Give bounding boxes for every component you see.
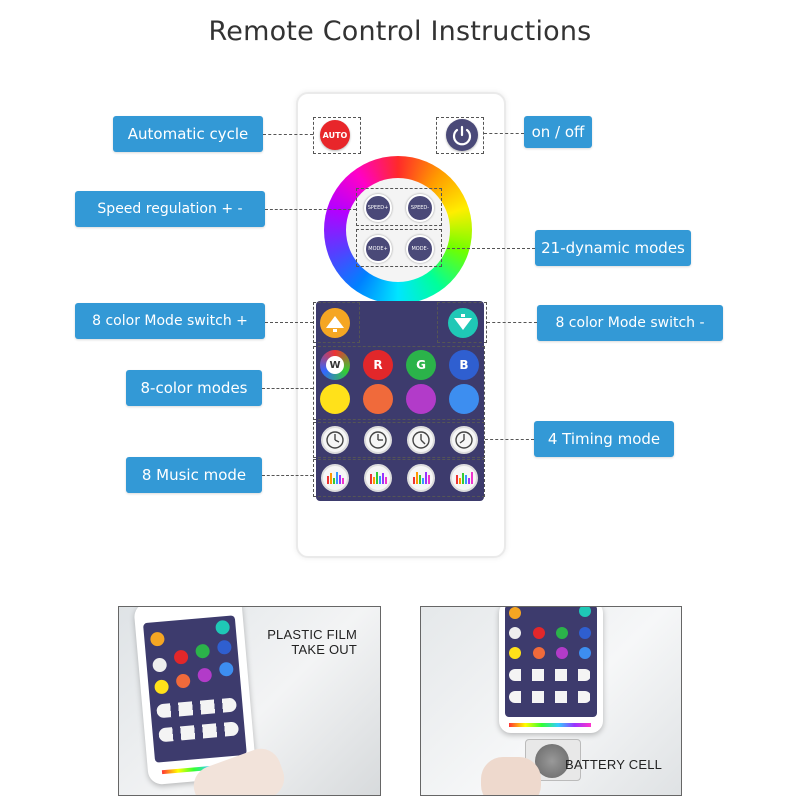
green-letter: G — [416, 358, 426, 372]
light-blue-color-button[interactable] — [449, 384, 479, 414]
mode-down-highlight — [437, 302, 487, 343]
red-color-button[interactable]: R — [363, 350, 393, 380]
connector-music — [262, 475, 313, 476]
connector-speed — [265, 209, 356, 210]
label-color-mode-plus: 8 color Mode switch + — [75, 303, 265, 339]
label-dynamic-modes: 21-dynamic modes — [535, 230, 691, 266]
plastic-film-caption: PLASTIC FILM TAKE OUT — [265, 627, 357, 657]
photo-remove-film: PLASTIC FILM TAKE OUT — [118, 606, 381, 796]
timer-button-2[interactable] — [364, 426, 392, 454]
white-color-button[interactable]: W — [320, 350, 350, 380]
blue-color-button[interactable]: B — [449, 350, 479, 380]
speed-minus-button[interactable]: SPEED- — [406, 194, 434, 222]
connector-color — [262, 388, 313, 389]
mode-minus-label: MODE- — [411, 246, 429, 252]
power-icon — [452, 125, 472, 146]
page-title: Remote Control Instructions — [208, 16, 592, 47]
remote-photo-right — [499, 607, 603, 733]
mode-buttons-highlight — [356, 229, 442, 267]
orange-color-button[interactable] — [363, 384, 393, 414]
blue-letter: B — [459, 358, 469, 372]
timer-button-4[interactable] — [450, 426, 478, 454]
equalizer-icon — [327, 472, 344, 484]
battery-cell-caption: BATTERY CELL — [565, 757, 663, 772]
plastic-film-line1: PLASTIC FILM — [267, 627, 357, 642]
connector-timing — [485, 439, 534, 440]
connector-auto — [263, 134, 313, 135]
speed-minus-label: SPEED- — [410, 205, 430, 211]
connector-power — [484, 133, 524, 134]
clock-icon — [326, 431, 344, 449]
hand-photo-right — [481, 757, 541, 795]
mode-plus-label: MODE+ — [368, 246, 388, 252]
color-mode-down-button[interactable] — [448, 308, 478, 338]
speed-buttons-highlight — [356, 188, 442, 226]
label-timing-mode: 4 Timing mode — [534, 421, 674, 457]
color-buttons-highlight — [313, 346, 485, 420]
red-letter: R — [373, 358, 383, 372]
mode-plus-button[interactable]: MODE+ — [364, 235, 392, 263]
color-mode-up-button[interactable] — [320, 308, 350, 338]
auto-button[interactable]: AUTO — [320, 120, 350, 150]
speed-plus-button[interactable]: SPEED+ — [364, 194, 392, 222]
auto-button-highlight — [313, 117, 361, 154]
auto-button-label: AUTO — [322, 130, 348, 140]
mode-minus-button[interactable]: MODE- — [406, 235, 434, 263]
label-on-off: on / off — [524, 116, 592, 148]
speed-plus-label: SPEED+ — [367, 205, 389, 211]
arrow-up-icon — [326, 316, 344, 332]
clock-icon — [369, 431, 387, 449]
clock-icon — [455, 431, 473, 449]
label-color-mode-minus: 8 color Mode switch - — [537, 305, 723, 341]
label-color-modes: 8-color modes — [126, 370, 262, 406]
equalizer-icon — [370, 472, 387, 484]
connector-mode-plus — [265, 322, 313, 323]
power-button-highlight — [436, 117, 484, 154]
white-letter: W — [326, 356, 344, 374]
battery-coin — [535, 744, 569, 778]
music-button-3[interactable] — [407, 464, 435, 492]
timer-button-3[interactable] — [407, 426, 435, 454]
label-automatic-cycle: Automatic cycle — [113, 116, 263, 152]
music-button-4[interactable] — [450, 464, 478, 492]
label-speed-regulation: Speed regulation + - — [75, 191, 265, 227]
label-music-mode: 8 Music mode — [126, 457, 262, 493]
yellow-color-button[interactable] — [320, 384, 350, 414]
equalizer-icon — [413, 472, 430, 484]
green-color-button[interactable]: G — [406, 350, 436, 380]
arrow-down-icon — [454, 314, 472, 330]
timing-buttons-highlight — [313, 422, 485, 458]
music-button-2[interactable] — [364, 464, 392, 492]
purple-color-button[interactable] — [406, 384, 436, 414]
power-button[interactable] — [446, 119, 478, 151]
music-button-1[interactable] — [321, 464, 349, 492]
color-wheel-center — [346, 178, 450, 282]
connector-mode-minus — [487, 322, 537, 323]
connector-dynamic — [442, 248, 535, 249]
photo-battery-cell: BATTERY CELL — [420, 606, 682, 796]
plastic-film-line2: TAKE OUT — [291, 642, 357, 657]
mode-up-highlight — [313, 302, 360, 343]
music-buttons-highlight — [313, 459, 485, 497]
timer-button-1[interactable] — [321, 426, 349, 454]
clock-icon — [412, 431, 430, 449]
equalizer-icon — [456, 472, 473, 484]
